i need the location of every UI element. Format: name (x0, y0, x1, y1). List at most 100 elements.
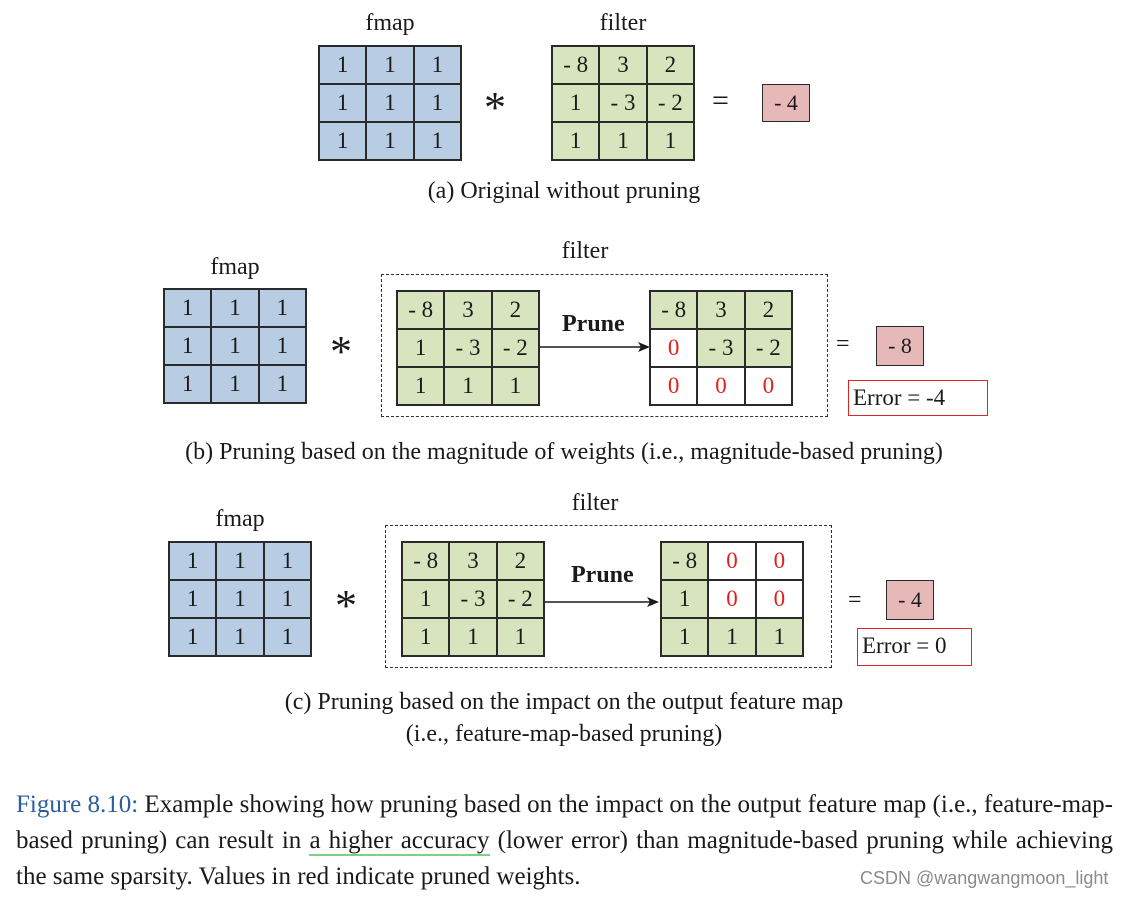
matrix-cell: 1 (319, 84, 367, 122)
pruned-matrix-cell: 0 (650, 329, 698, 367)
matrix-cell: 3 (599, 46, 647, 84)
pruned-matrix-cell: 0 (697, 367, 745, 405)
panel-a-fmap-label: fmap (365, 10, 415, 36)
panel-c-caption-line-2: (i.e., feature-map-based pruning) (405, 721, 723, 747)
panel-b-filter-label: filter (561, 238, 609, 264)
matrix-cell: 2 (496, 542, 544, 580)
matrix-cell: 1 (258, 327, 306, 365)
panel-c-convolution-operator: * (335, 581, 357, 630)
matrix-cell: 1 (216, 580, 264, 618)
matrix-cell: 1 (402, 580, 450, 618)
panel-b-convolution-operator: * (330, 327, 352, 376)
matrix-cell: 1 (319, 122, 367, 160)
panel-c-filter-label: filter (571, 490, 619, 516)
matrix-cell: 1 (319, 46, 367, 84)
matrix-cell: - 2 (744, 329, 792, 367)
matrix-cell: - 2 (491, 329, 539, 367)
panel-c-result-cell: - 4 (886, 580, 934, 620)
matrix-cell: 1 (397, 367, 445, 405)
figure-caption: Figure 8.10: Example showing how pruning… (16, 787, 1113, 895)
matrix-cell: - 8 (552, 46, 600, 84)
matrix-cell: 1 (661, 618, 709, 656)
panel-b-prune-label: Prune (562, 311, 625, 337)
matrix-cell: 1 (169, 618, 217, 656)
matrix-cell: 1 (258, 289, 306, 327)
matrix-cell: - 3 (697, 329, 745, 367)
panel-b-prune-arrow (540, 342, 650, 352)
matrix-cell: - 8 (402, 542, 450, 580)
panel-c-prune-arrow (545, 597, 659, 607)
matrix-cell: 1 (661, 580, 709, 618)
matrix-cell: - 3 (449, 580, 497, 618)
matrix-cell: 1 (211, 365, 259, 403)
matrix-cell: 1 (263, 618, 311, 656)
matrix-cell: 1 (646, 122, 694, 160)
matrix-cell: 1 (263, 580, 311, 618)
panel-a-equals-sign: = (712, 84, 729, 117)
matrix-cell: 2 (744, 291, 792, 329)
matrix-cell: - 8 (397, 291, 445, 329)
matrix-cell: 3 (444, 291, 492, 329)
panel-c-error-box: Error = 0 (857, 628, 972, 666)
matrix-cell: - 2 (646, 84, 694, 122)
matrix-cell: 3 (697, 291, 745, 329)
matrix-cell: - 3 (599, 84, 647, 122)
matrix-cell: 1 (402, 618, 450, 656)
pruned-matrix-cell: 0 (744, 367, 792, 405)
figure-number: Figure 8.10: (16, 791, 139, 818)
matrix-cell: 1 (164, 365, 212, 403)
pruned-matrix-cell: 0 (755, 542, 803, 580)
figure-caption-highlight: a higher accuracy (309, 827, 490, 856)
panel-a-result-cell: - 4 (762, 84, 810, 122)
panel-b-caption: (b) Pruning based on the magnitude of we… (185, 439, 943, 465)
matrix-cell: 1 (397, 329, 445, 367)
matrix-cell: 1 (263, 542, 311, 580)
pruned-matrix-cell: 0 (650, 367, 698, 405)
matrix-cell: 1 (444, 367, 492, 405)
matrix-cell: - 8 (661, 542, 709, 580)
matrix-cell: 1 (169, 542, 217, 580)
panel-b-filter-dashed-box (381, 274, 828, 417)
panel-b-error-box: Error = -4 (848, 380, 988, 416)
panel-c-filter-dashed-box (385, 525, 832, 668)
matrix-cell: - 3 (444, 329, 492, 367)
panel-a-caption: (a) Original without pruning (427, 178, 701, 204)
panel-a-filter-label: filter (599, 10, 647, 36)
matrix-cell: 1 (491, 367, 539, 405)
panel-b-equals-sign: = (836, 331, 850, 357)
figure-caption-text-1: Example showing how pruning based on the… (16, 791, 1113, 854)
panel-a-convolution-operator: * (484, 83, 506, 132)
matrix-cell: 1 (366, 122, 414, 160)
matrix-cell: 2 (491, 291, 539, 329)
matrix-cell: 1 (496, 618, 544, 656)
matrix-cell: 1 (413, 122, 461, 160)
panel-b-result-cell: - 8 (876, 326, 924, 366)
figure-caption-text-2: (lower error) than magnitude-based pruni… (16, 827, 1113, 890)
matrix-cell: 1 (169, 580, 217, 618)
matrix-cell: 1 (164, 327, 212, 365)
matrix-cell: 1 (552, 122, 600, 160)
matrix-cell: 1 (708, 618, 756, 656)
matrix-cell: 1 (755, 618, 803, 656)
matrix-cell: - 2 (496, 580, 544, 618)
pruned-matrix-cell: 0 (708, 542, 756, 580)
matrix-cell: 1 (413, 84, 461, 122)
matrix-cell: 1 (211, 327, 259, 365)
matrix-cell: 3 (449, 542, 497, 580)
matrix-cell: - 8 (650, 291, 698, 329)
panel-c-prune-label: Prune (571, 562, 634, 588)
watermark: CSDN @wangwangmoon_light (860, 868, 1109, 888)
panel-c-fmap-label: fmap (215, 506, 265, 532)
pruned-matrix-cell: 0 (755, 580, 803, 618)
matrix-cell: 1 (258, 365, 306, 403)
panel-c-equals-sign: = (848, 587, 862, 613)
matrix-cell: 1 (599, 122, 647, 160)
